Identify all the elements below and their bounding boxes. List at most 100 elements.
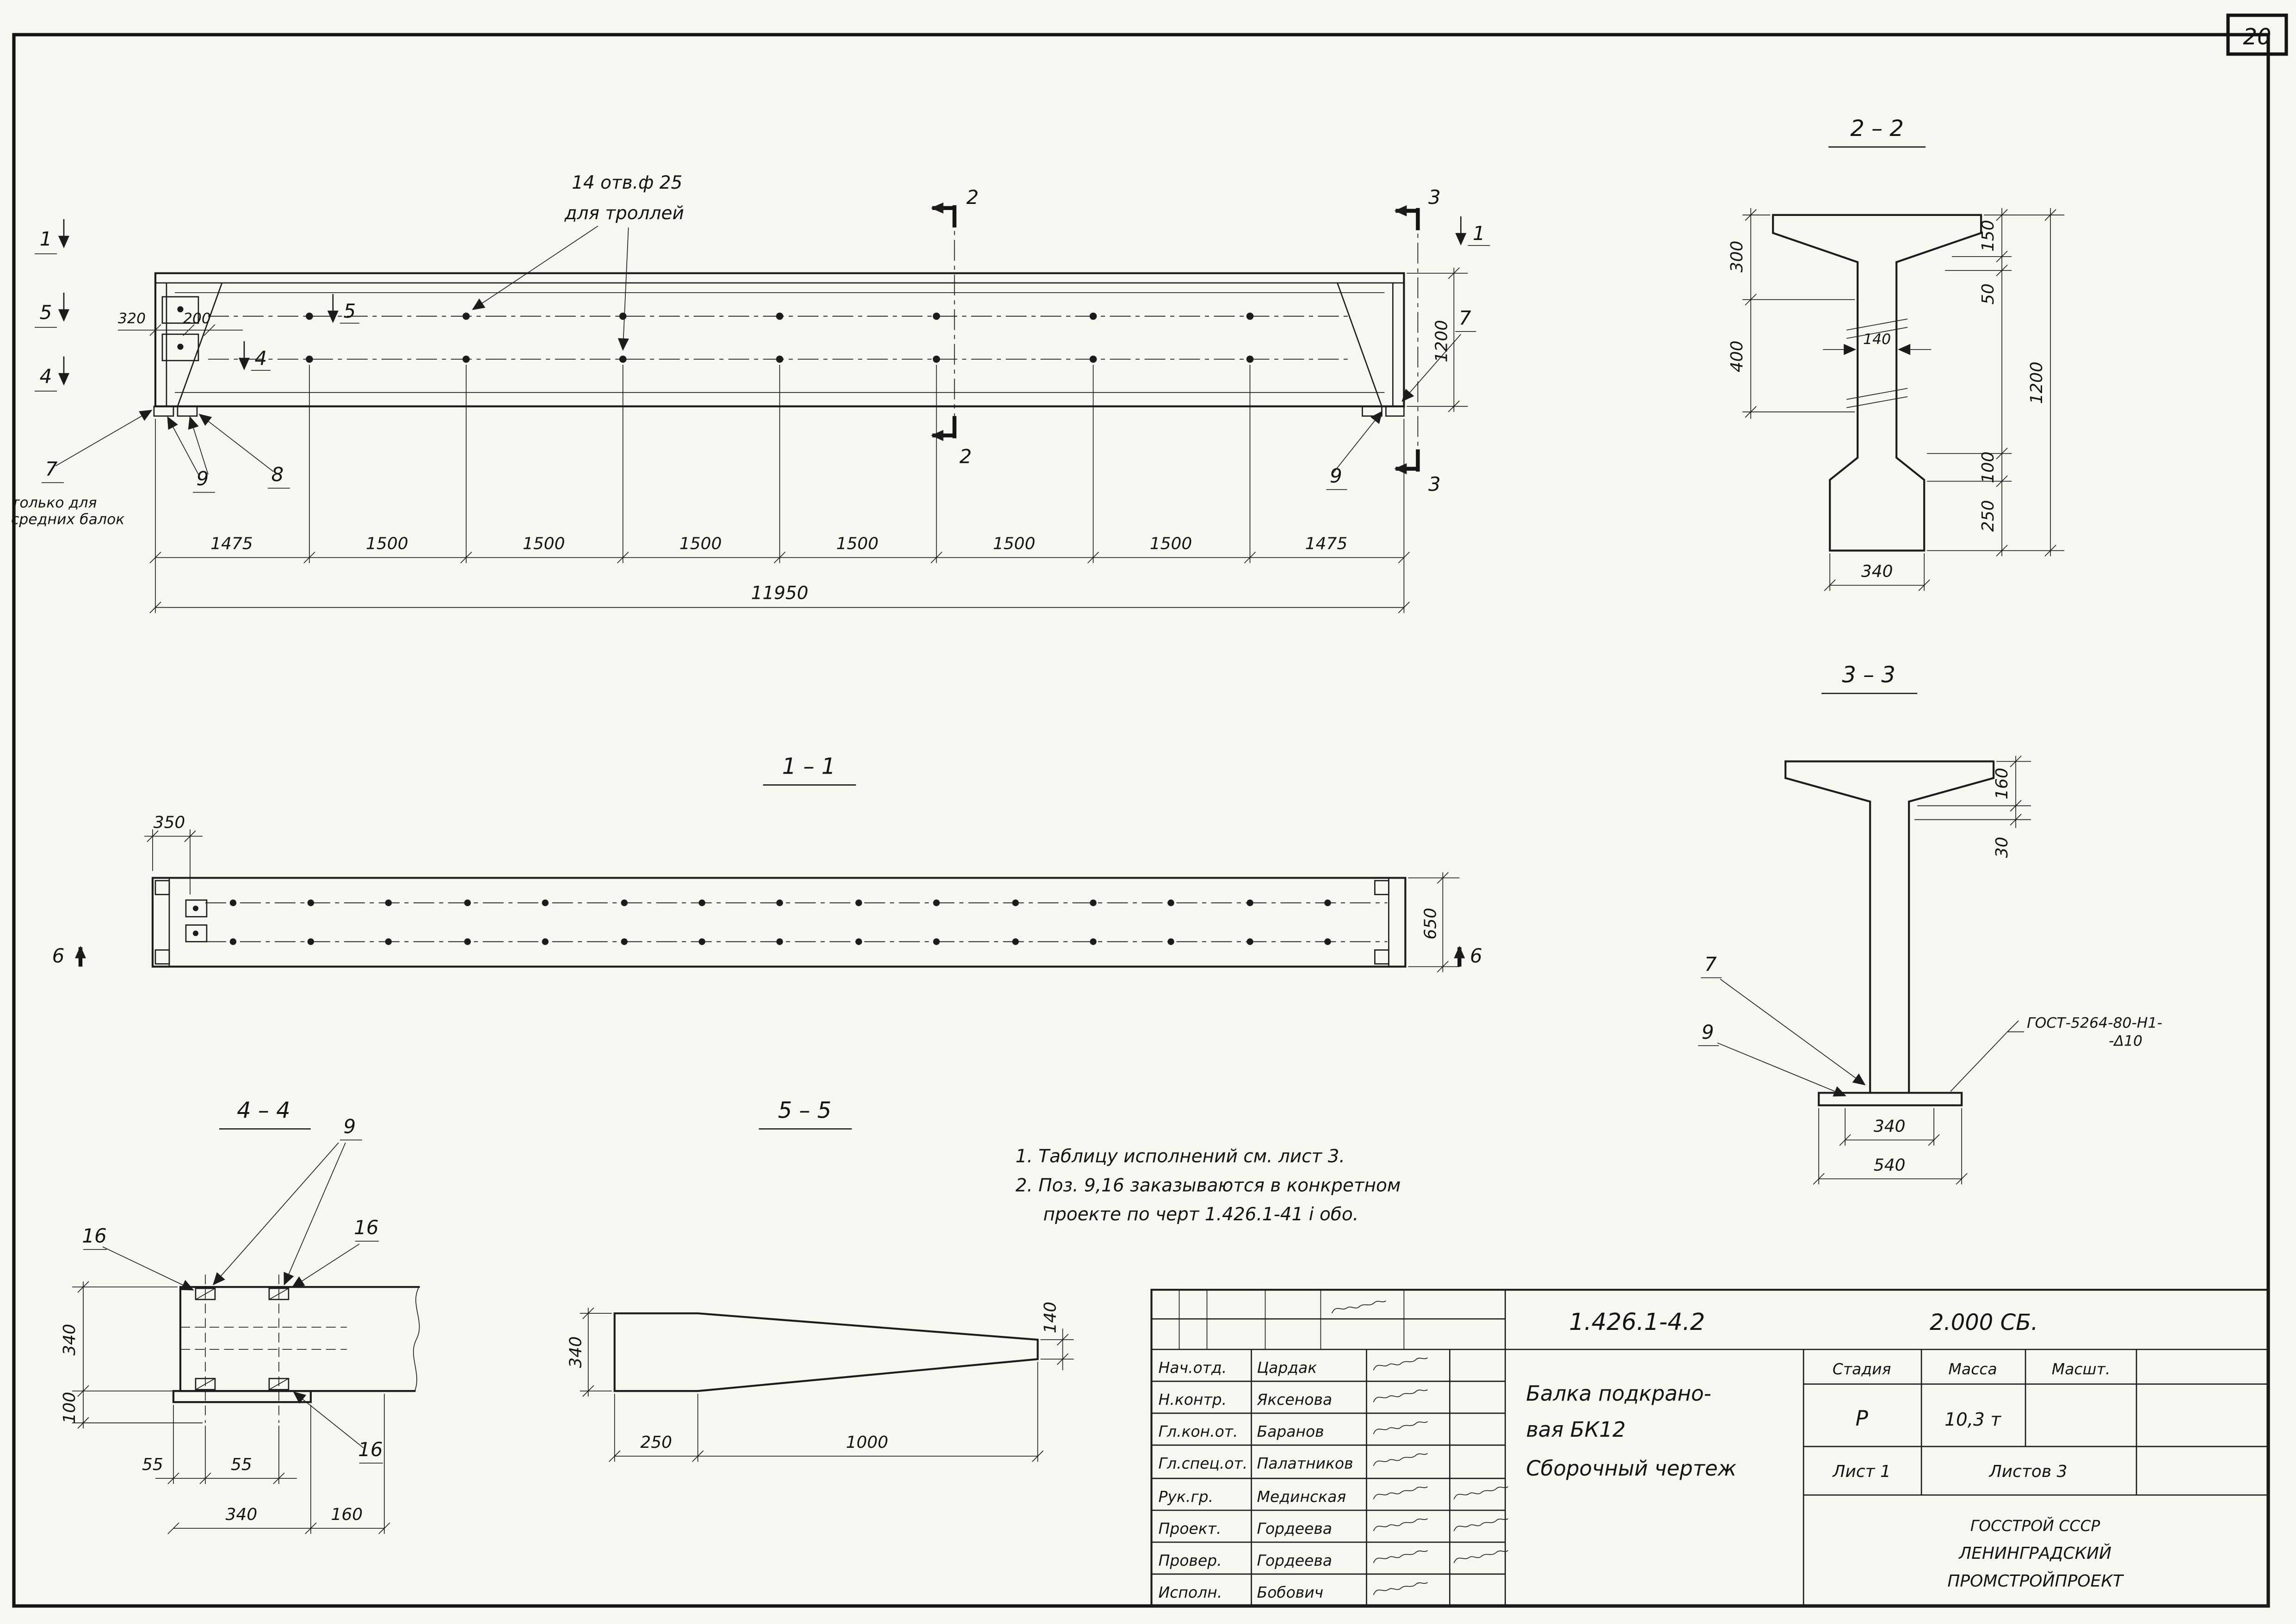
note-line-2: 2. Поз. 9,16 заказываются в конкретном xyxy=(1016,1175,1401,1196)
org-line-1: ГОССТРОЙ СССР xyxy=(1970,1516,2100,1535)
role-label: Гл.спец.от. xyxy=(1158,1454,1247,1472)
mark-6-left: 6 xyxy=(52,944,65,967)
dim-segment: 1475 xyxy=(210,535,253,554)
doc-number: 1.426.1-4.2 xyxy=(1569,1309,1705,1336)
sheet-number-box xyxy=(2226,13,2288,56)
title-line-3: Сборочный чертеж xyxy=(1526,1456,1736,1481)
title-block: 1.426.1-4.2 2.000 СБ. Нач.отд. Цардак Н.… xyxy=(1150,1289,2270,1607)
section-1-1-title: 1 – 1 xyxy=(782,754,836,780)
cut-2-label-top: 2 xyxy=(966,186,979,209)
cut-line-2: 2 2 xyxy=(931,186,979,468)
role-label: Н.контр. xyxy=(1158,1390,1227,1409)
doc-code: 2.000 СБ. xyxy=(1930,1310,2038,1335)
sheet-frame: 20 xyxy=(12,13,2288,1608)
dim-340-section55: 340 xyxy=(567,1336,586,1368)
section-5-5-profile xyxy=(613,1312,1039,1392)
section-3-3: 3 – 3 160 30 7 9 ГОСТ-5264-80-Н1- -Δ10 3… xyxy=(1698,662,2162,1185)
title-line-2: вая БК12 xyxy=(1526,1417,1625,1442)
role-label: Нач.отд. xyxy=(1158,1359,1227,1377)
dim-100: 100 xyxy=(1979,451,1998,483)
org-line-2: ЛЕНИНГРАДСКИЙ xyxy=(1958,1544,2111,1563)
role-label: Гл.кон.от. xyxy=(1158,1422,1238,1440)
sheets-label: Листов 3 xyxy=(1988,1462,2068,1481)
cut-3-label-top: 3 xyxy=(1428,186,1441,209)
organization: ГОССТРОЙ СССР ЛЕНИНГРАДСКИЙ ПРОМСТРОЙПРО… xyxy=(1947,1516,2124,1591)
scale-header: Масшт. xyxy=(2052,1360,2111,1378)
dim-140: 140 xyxy=(1041,1302,1060,1334)
stage-value: Р xyxy=(1856,1406,1869,1431)
role-label: Проект. xyxy=(1158,1519,1221,1538)
dim-height-1200: 1200 xyxy=(1432,320,1451,363)
dim-300: 300 xyxy=(1728,240,1747,272)
dim-segment: 1500 xyxy=(679,535,722,554)
title-line-1: Балка подкрано- xyxy=(1526,1381,1711,1406)
mark-1-right: 1 xyxy=(1473,222,1485,245)
dim-350: 350 xyxy=(154,813,185,832)
mark-5-left: 5 xyxy=(40,301,52,324)
dim-340-section22: 340 xyxy=(1861,562,1893,581)
section-2-2-profile xyxy=(1772,214,1982,552)
stage-mass-scale: Стадия Масса Масшт. Р 10,3 т Лист 1 Лист… xyxy=(1832,1360,2110,1481)
mark-5-inner: 5 xyxy=(343,300,356,322)
person-name: Яксенова xyxy=(1256,1390,1332,1409)
signature-rows: Нач.отд. Цардак Н.контр. Яксенова Гл.кон… xyxy=(1158,1300,1509,1601)
dim-250: 250 xyxy=(1979,500,1998,532)
mark-4-inner: 4 xyxy=(255,347,267,369)
title-block-border xyxy=(1150,1289,2270,1607)
dim-340h: 340 xyxy=(226,1505,258,1524)
role-label: Рук.гр. xyxy=(1158,1488,1213,1506)
pos-9-section33: 9 xyxy=(1702,1021,1714,1043)
pos-16-bottom: 16 xyxy=(358,1438,383,1461)
section-marker-1-right: 1 xyxy=(1455,216,1490,246)
pos-7-left: 7 xyxy=(45,458,58,480)
dim-150: 150 xyxy=(1979,220,1998,252)
plan-holes xyxy=(229,899,1331,945)
mass-header: Масса xyxy=(1949,1360,1997,1378)
sheet-label: Лист 1 xyxy=(1832,1462,1891,1481)
pos-7-right: 7 xyxy=(1459,307,1471,329)
main-elevation-view: 14 отв.ф 25 для троллей 320 200 2 2 3 3 xyxy=(11,172,1490,614)
person-name: Гордеева xyxy=(1257,1519,1332,1538)
dim-100-section44: 100 xyxy=(60,1392,79,1424)
only-note-line2: средних балок xyxy=(11,511,124,528)
notes: 1. Таблицу исполнений см. лист 3. 2. Поз… xyxy=(1016,1146,1401,1225)
pos-9-left: 9 xyxy=(197,468,209,490)
dim-total-11950: 11950 xyxy=(751,583,809,604)
mark-1-left: 1 xyxy=(40,228,52,250)
dim-340-section33: 340 xyxy=(1874,1117,1906,1136)
weld-note-line1: ГОСТ-5264-80-Н1- xyxy=(2027,1015,2162,1031)
pos-8: 8 xyxy=(272,463,284,486)
pos-9-section44: 9 xyxy=(343,1115,356,1138)
dim-segment: 1500 xyxy=(836,535,879,554)
mark-4-left: 4 xyxy=(40,365,52,388)
note-line-1: 1. Таблицу исполнений см. лист 3. xyxy=(1016,1146,1345,1167)
stage-header: Стадия xyxy=(1833,1360,1891,1378)
dim-1000: 1000 xyxy=(846,1433,889,1452)
section-5-5: 5 – 5 340 140 250 1000 xyxy=(567,1097,1074,1462)
drawing-title: Балка подкрано- вая БК12 Сборочный черте… xyxy=(1526,1381,1736,1481)
pos-7-section33: 7 xyxy=(1704,953,1717,975)
dim-340v: 340 xyxy=(60,1324,79,1356)
dim-540: 540 xyxy=(1874,1156,1906,1175)
signature-scribbles xyxy=(1331,1300,1509,1595)
org-line-3: ПРОМСТРОЙПРОЕКТ xyxy=(1947,1571,2124,1591)
weld-note-line2: -Δ10 xyxy=(2109,1033,2142,1049)
dim-segment: 1475 xyxy=(1305,535,1348,554)
dim-250-section55: 250 xyxy=(640,1433,672,1452)
dim-55b: 55 xyxy=(231,1455,252,1474)
cut-line-3: 3 3 xyxy=(1394,186,1441,496)
pos-9-right: 9 xyxy=(1330,465,1342,487)
dim-segment: 1500 xyxy=(1150,535,1192,554)
person-name: Цардак xyxy=(1257,1359,1317,1377)
note-line-3: проекте по черт 1.426.1-41 і обо. xyxy=(1043,1204,1359,1225)
pos-16-left: 16 xyxy=(82,1224,106,1247)
section-3-3-title: 3 – 3 xyxy=(1842,662,1895,688)
section-markers-inner: 5 4 xyxy=(238,294,359,371)
person-name: Гордеева xyxy=(1257,1551,1332,1569)
bearing-plate xyxy=(172,1390,312,1403)
sheet-number: 20 xyxy=(2243,24,2271,50)
dim-200: 200 xyxy=(183,310,211,327)
role-label: Провер. xyxy=(1158,1551,1222,1569)
mass-value: 10,3 т xyxy=(1944,1409,2001,1430)
